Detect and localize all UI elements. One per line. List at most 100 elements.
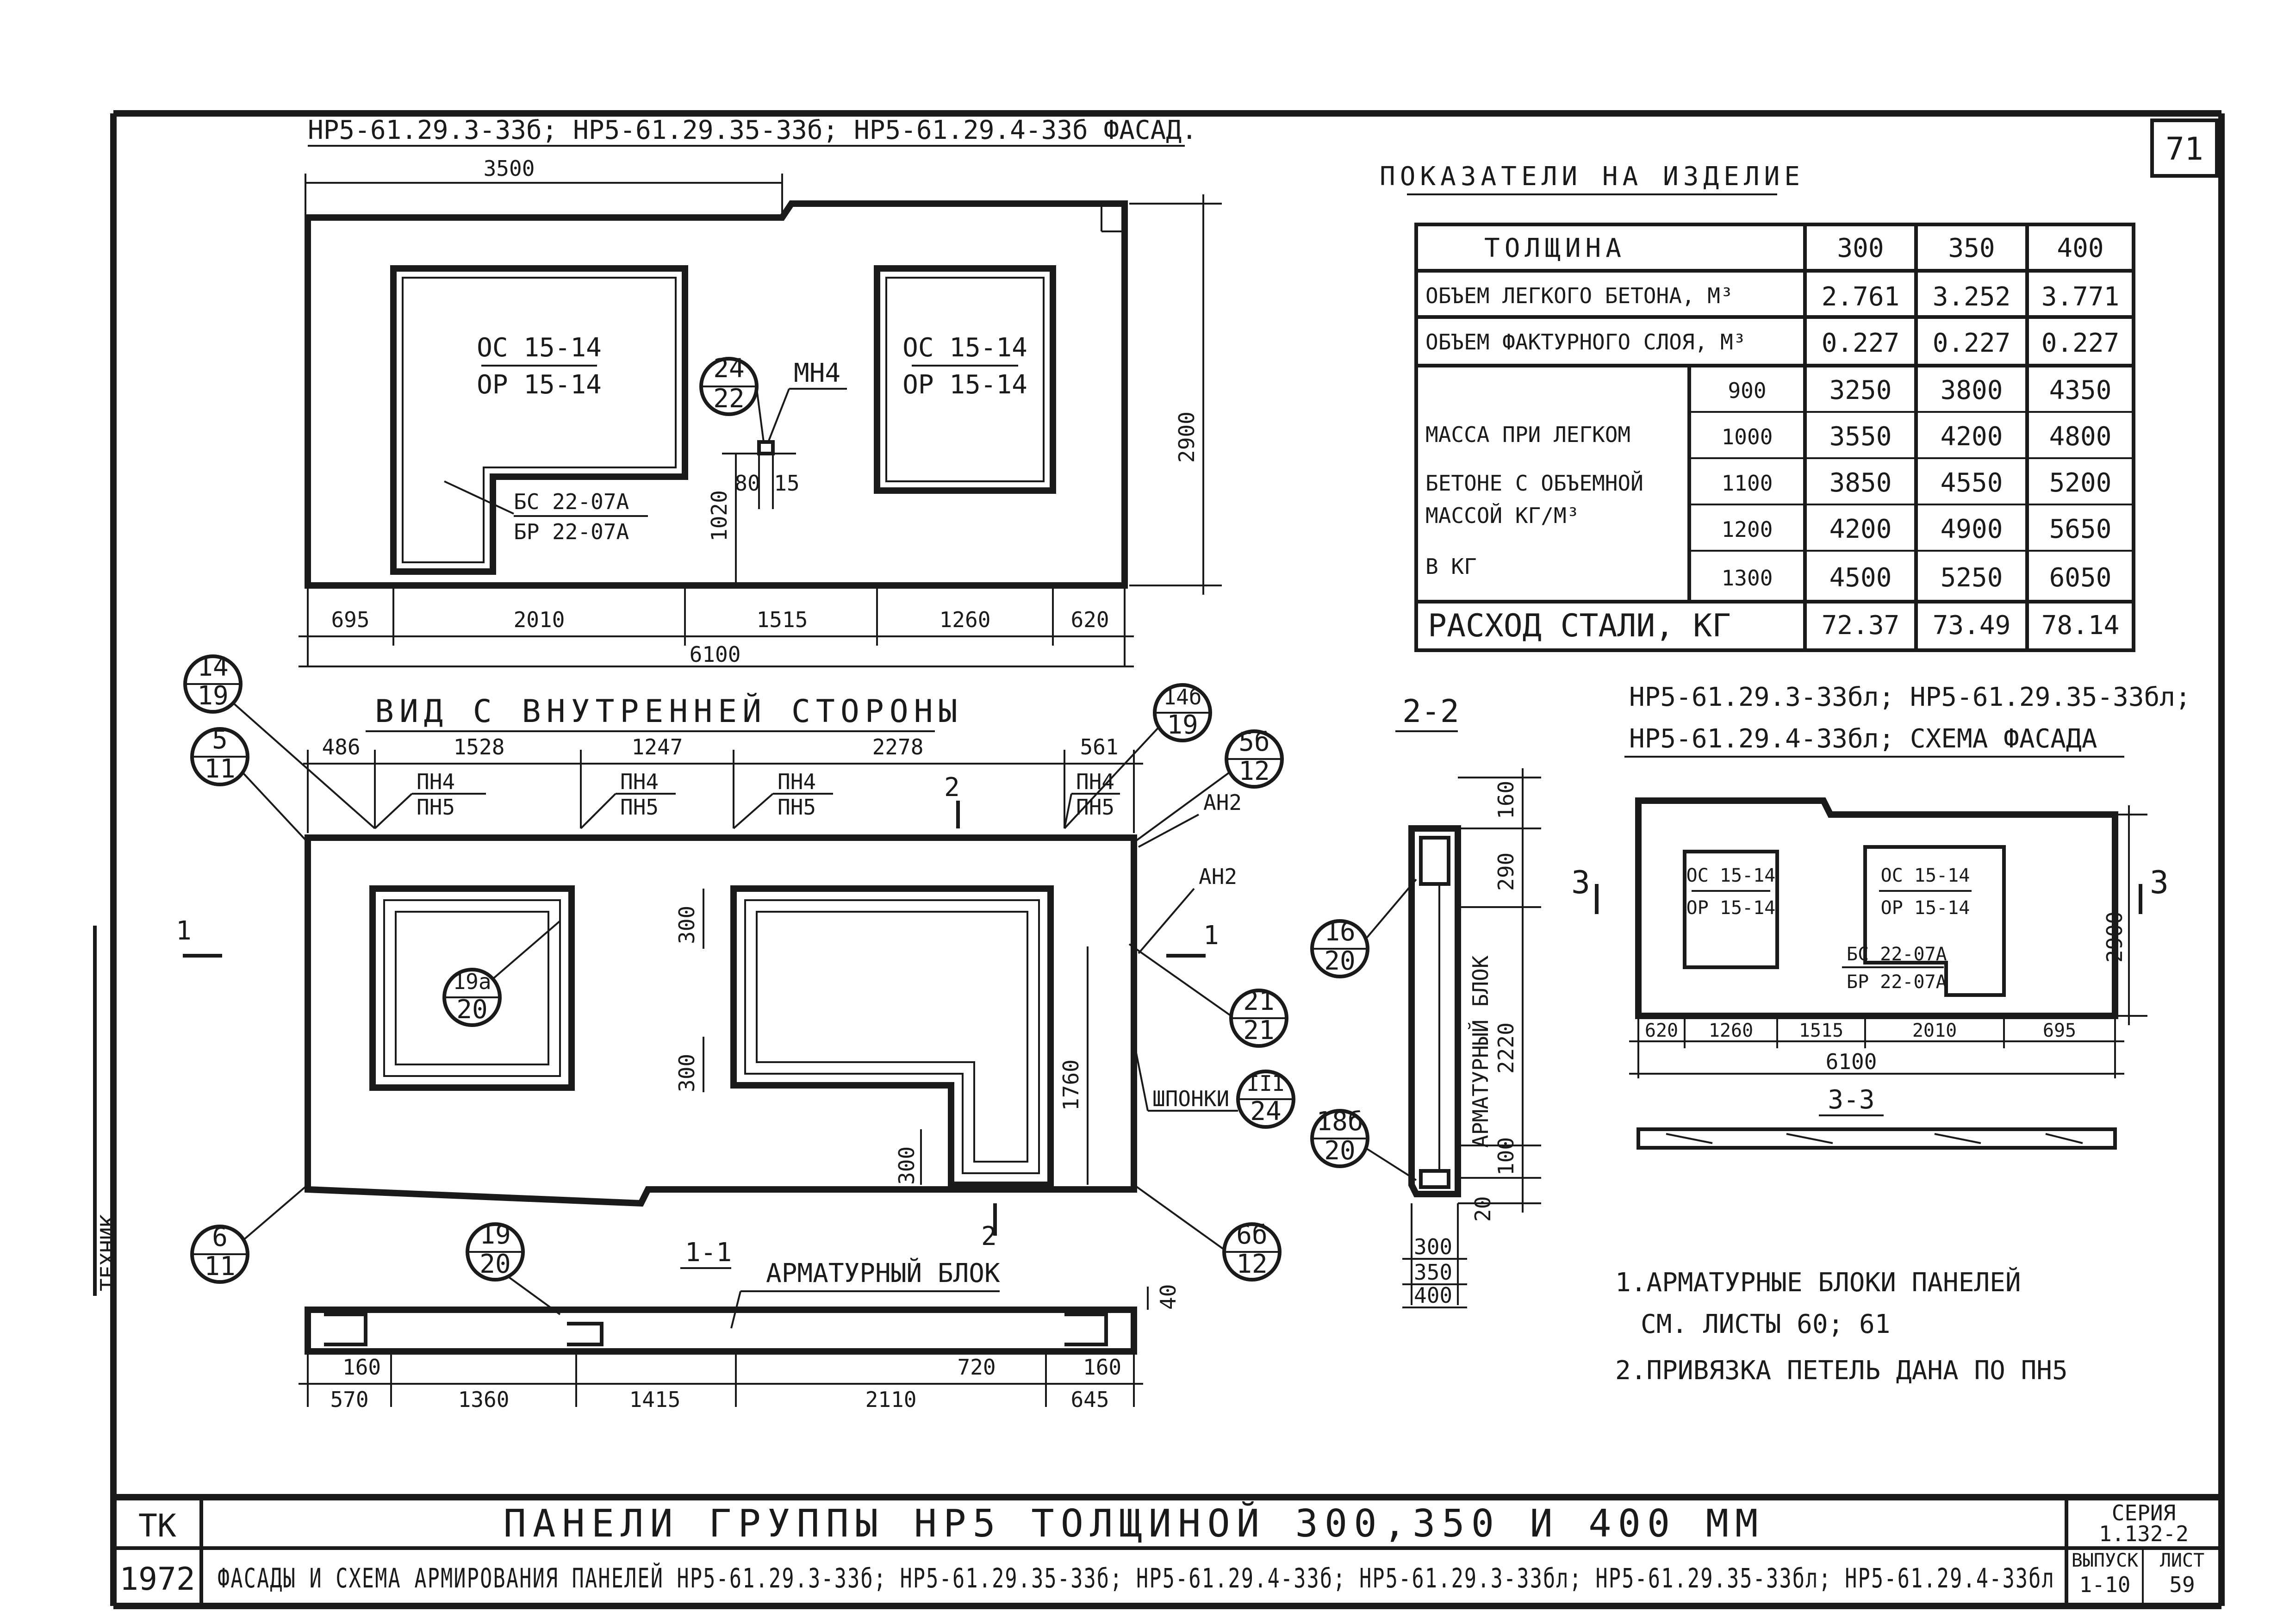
section22-dim-100: 100 <box>1493 1137 1518 1176</box>
inner-callout-5-top: 19а <box>453 969 491 994</box>
scheme-dim-height: 2900 <box>2102 911 2127 963</box>
inner-callout: 6б 12 <box>1133 1184 1282 1282</box>
inner-pn3-top: ПН4 <box>778 769 816 794</box>
inner-callout-7-bot: 24 <box>1250 1096 1281 1126</box>
facade-dim-b1: 695 <box>331 607 369 632</box>
inner-dim-300a: 300 <box>674 906 699 944</box>
title-block: ТК 1972 ПАНЕЛИ ГРУППЫ НР5 ТОЛЩИНОЙ 300,3… <box>113 1494 2221 1606</box>
facade-dim-total: 6100 <box>690 642 741 667</box>
stamp-org: ТК <box>138 1508 176 1544</box>
indicators-table: ПОКАЗАТЕЛИ НА ИЗДЕЛИЕ ТОЛЩИНА 300 350 40… <box>1380 162 2135 652</box>
facade-dim-b3: 1515 <box>757 607 808 632</box>
table-steel-300: 72.37 <box>1822 610 1900 641</box>
inner-callout: 5 11 <box>190 725 309 843</box>
table-steel-350: 73.49 <box>1933 610 2011 641</box>
facade-dim-top: 3500 <box>484 156 535 181</box>
section22-callout2-bot: 20 <box>1324 1136 1355 1166</box>
facade-win2-top: ОС 15-14 <box>902 333 1027 363</box>
inner-callout: 14 19 <box>183 652 376 829</box>
section11-dim-b5: 645 <box>1070 1387 1109 1412</box>
table-mass-1300-350: 5250 <box>1941 563 2003 593</box>
section11-dim-160a: 160 <box>342 1355 381 1380</box>
section22-dim-20: 20 <box>1470 1196 1495 1222</box>
facade-win2-bot: ОР 15-14 <box>902 370 1027 400</box>
facade-view: НР5-61.29.3-33б; НР5-61.29.35-33б; НР5-6… <box>299 115 1222 667</box>
facade-dim-80: 80 <box>734 471 760 496</box>
section11-dim-40: 40 <box>1156 1284 1181 1310</box>
facade-scheme: НР5-61.29.3-33бл; НР5-61.29.35-33бл; НР5… <box>1571 682 2191 1150</box>
inner-callout-9-bot: 20 <box>479 1249 510 1279</box>
inner-callout-3-top: 14б <box>1163 684 1201 709</box>
inner-callout-8-bot: 11 <box>204 1251 235 1282</box>
table-facing-350: 0.227 <box>1933 328 2011 358</box>
inner-callout-1-top: 14 <box>197 652 228 682</box>
inner-callout-4-top: 5б <box>1238 727 1269 757</box>
section11-dim-b1: 570 <box>330 1387 368 1412</box>
table-mass-1100-400: 5200 <box>2049 468 2112 498</box>
facade-mn4: МН4 <box>794 358 840 388</box>
scheme-dim-b4: 2010 <box>1912 1020 1957 1041</box>
inner-view: ВИД С ВНУТРЕННЕЙ СТОРОНЫ 486 1528 1247 2… <box>176 652 1295 1315</box>
table-steel-400: 78.14 <box>2041 610 2120 641</box>
scheme-cut-left: 3 <box>1571 865 1590 901</box>
table-mass-1200-400: 5650 <box>2049 514 2112 544</box>
inner-title: ВИД С ВНУТРЕННЕЙ СТОРОНЫ <box>375 693 963 730</box>
table-mass-1300-400: 6050 <box>2049 563 2112 593</box>
section22-dim-290: 290 <box>1493 852 1518 891</box>
table-mass-row: 900 3250 3800 4350 <box>1728 375 2111 405</box>
section11-label: АРМАТУРНЫЙ БЛОК <box>766 1258 1000 1288</box>
section22-dim-2220: 2220 <box>1493 1022 1518 1074</box>
table-h0: ТОЛЩИНА <box>1484 233 1626 263</box>
table-mass-label-1: МАССА ПРИ ЛЕГКОМ <box>1425 422 1630 447</box>
facade-dim-height: 2900 <box>1174 411 1199 463</box>
table-light-400: 3.771 <box>2041 282 2120 312</box>
section22-title: 2-2 <box>1402 693 1459 730</box>
table-mass-900-350: 3800 <box>1941 375 2003 405</box>
table-facing-300: 0.227 <box>1822 328 1900 358</box>
table-mass-900: 900 <box>1728 378 1766 403</box>
table-mass-1200-300: 4200 <box>1829 514 1892 544</box>
inner-callout-8-top: 6 <box>212 1222 228 1252</box>
inner-pn2-top: ПН4 <box>620 769 659 794</box>
inner-shponki: ШПОНКИ <box>1152 1086 1229 1111</box>
inner-cut2-top: 2 <box>944 772 960 803</box>
inner-pn3-bot: ПН5 <box>778 795 816 820</box>
stamp-sheet-value: 59 <box>2169 1572 2195 1597</box>
facade-dim-b4: 1260 <box>940 607 991 632</box>
table-h2: 350 <box>1948 233 1995 263</box>
sheet-frame <box>93 110 2225 1609</box>
inner-cut1-right: 1 <box>1203 921 1219 951</box>
inner-callout: 19а 20 <box>442 920 561 1027</box>
table-mass-1000-300: 3550 <box>1829 422 1892 452</box>
section22-callout1-bot: 20 <box>1324 946 1355 976</box>
section11-dim-720: 720 <box>957 1355 996 1380</box>
inner-callout: 19 20 <box>466 1220 561 1315</box>
facade-door-bot: БР 22-07А <box>514 519 629 544</box>
stamp-issue-value: 1-10 <box>2079 1572 2131 1597</box>
table-mass-1000-400: 4800 <box>2049 422 2112 452</box>
stamp-sheet-label: ЛИСТ <box>2160 1550 2204 1571</box>
table-facing-400: 0.227 <box>2041 328 2120 358</box>
table-title: ПОКАЗАТЕЛИ НА ИЗДЕЛИЕ <box>1380 162 1804 192</box>
scheme-dim-b1: 620 <box>1645 1020 1678 1041</box>
section11-title: 1-1 <box>685 1238 732 1268</box>
inner-dim-t4: 2278 <box>872 734 924 759</box>
table-mass-row: 1100 3850 4550 5200 <box>1722 468 2112 498</box>
scheme-title-2: НР5-61.29.4-33бл; СХЕМА ФАСАДА <box>1629 724 2097 754</box>
inner-dim-t1: 486 <box>322 734 360 759</box>
scheme-win2-bot: ОР 15-14 <box>1881 897 1970 919</box>
table-h3: 400 <box>2057 233 2103 263</box>
scheme-win1-bot: ОР 15-14 <box>1686 897 1776 919</box>
facade-door-top: БС 22-07А <box>514 489 629 514</box>
table-mass-label-4: В КГ <box>1425 554 1477 579</box>
table-mass-label-3: МАССОЙ КГ/М³ <box>1425 503 1579 528</box>
section11-dim-b4: 2110 <box>865 1387 917 1412</box>
inner-callout-2-bot: 11 <box>204 754 235 784</box>
table-h1: 300 <box>1837 233 1884 263</box>
stamp-title: ПАНЕЛИ ГРУППЫ НР5 ТОЛЩИНОЙ 300,350 И 400… <box>504 1501 1765 1546</box>
table-mass-1200-350: 4900 <box>1941 514 2003 544</box>
inner-dim-t5: 561 <box>1080 734 1118 759</box>
section22-block-label: АРМАТУРНЫЙ БЛОК <box>1468 955 1493 1148</box>
inner-callout-1-bot: 19 <box>197 681 228 711</box>
